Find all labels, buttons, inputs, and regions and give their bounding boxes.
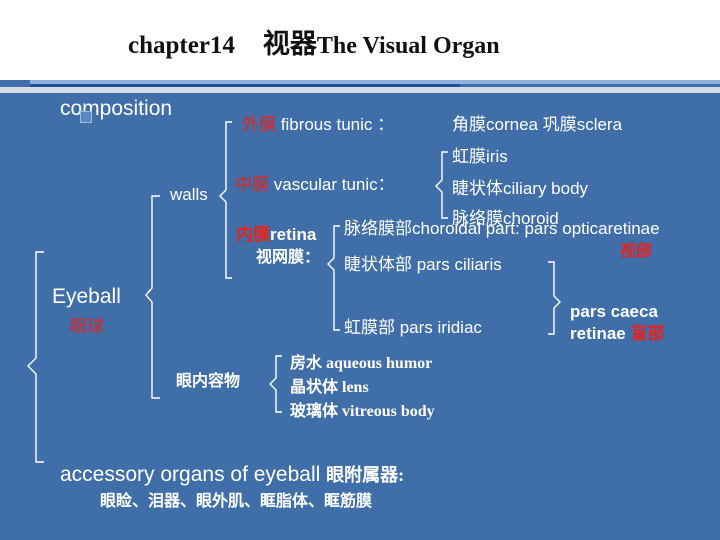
header-band-light [30, 80, 720, 84]
ciliary-part: 睫状体部 pars ciliaris [344, 255, 502, 274]
vitreous-body: 玻璃体 vitreous body [290, 403, 435, 420]
accessory-list: 眼睑、泪器、眼外肌、眶脂体、眶筋膜 [100, 493, 373, 510]
vascular-tunic-label: 中膜 vascular tunic： [235, 176, 395, 193]
optic-part-cn: 视部 [620, 243, 653, 260]
header-band-gray [0, 87, 720, 93]
cornea-sclera: 角膜cornea 巩膜sclera [452, 115, 623, 134]
brace-eyeball [145, 195, 160, 399]
retina-en: retina [270, 225, 317, 244]
brace-caeca [548, 261, 561, 335]
choroidal-part: 脉络膜部choroidal part: pars opticaretinae [344, 219, 660, 238]
iridial-part: 虹膜部 pars iridiac [344, 318, 482, 337]
choroid-label: 脉络膜choroid [452, 209, 559, 228]
walls-label: walls [170, 185, 208, 204]
accessory-cn: 眼附属器: [326, 465, 405, 485]
retinae-cn: 盲部 [630, 324, 665, 343]
title-chapter: chapter14 [128, 32, 235, 59]
page-title: chapter14 视器The Visual Organ [128, 22, 500, 61]
link-icon [80, 111, 92, 123]
retinae-label: retinae 盲部 [570, 325, 664, 342]
fibrous-tunic-label: 外膜 fibrous tunic ： [242, 116, 394, 133]
retina-label: 内膜retina [236, 226, 316, 243]
accessory-organs: accessory organs of eyeball 眼附属器: [60, 464, 404, 485]
vascular-tunic-cn: 中膜 [235, 175, 269, 194]
fibrous-tunic-cn: 外膜 [242, 115, 276, 134]
fibrous-tunic-en: fibrous tunic ： [280, 115, 395, 134]
brace-retina [327, 225, 340, 331]
header-band-dark [30, 84, 460, 87]
retinae-en: retinae [570, 324, 626, 343]
title-en: The Visual Organ [316, 33, 500, 59]
ciliary-body-label: 睫状体ciliary body [452, 179, 589, 198]
aqueous-humor: 房水 aqueous humor [290, 355, 433, 372]
title-bar: chapter14 视器The Visual Organ [0, 0, 720, 80]
retina-cn2: 视网膜： [256, 249, 321, 266]
iris-label: 虹膜iris [452, 147, 508, 166]
eyeball-cn: 眼球 [70, 317, 104, 336]
composition-label: composition [60, 97, 173, 120]
vascular-tunic-en: vascular tunic： [273, 175, 395, 194]
pars-caeca: pars caeca [570, 302, 658, 321]
brace-contents [269, 355, 282, 413]
retina-cn: 内膜 [236, 225, 270, 244]
contents-label: 眼内容物 [176, 373, 241, 390]
accessory-en: accessory organs of eyeball [60, 463, 321, 486]
brace-vascular [435, 151, 448, 219]
eyeball-en: Eyeball [52, 285, 121, 308]
lens-label: 晶状体 lens [290, 379, 369, 396]
brace-main [27, 251, 44, 463]
title-cn: 视器 [262, 29, 317, 59]
brace-walls [219, 121, 232, 279]
